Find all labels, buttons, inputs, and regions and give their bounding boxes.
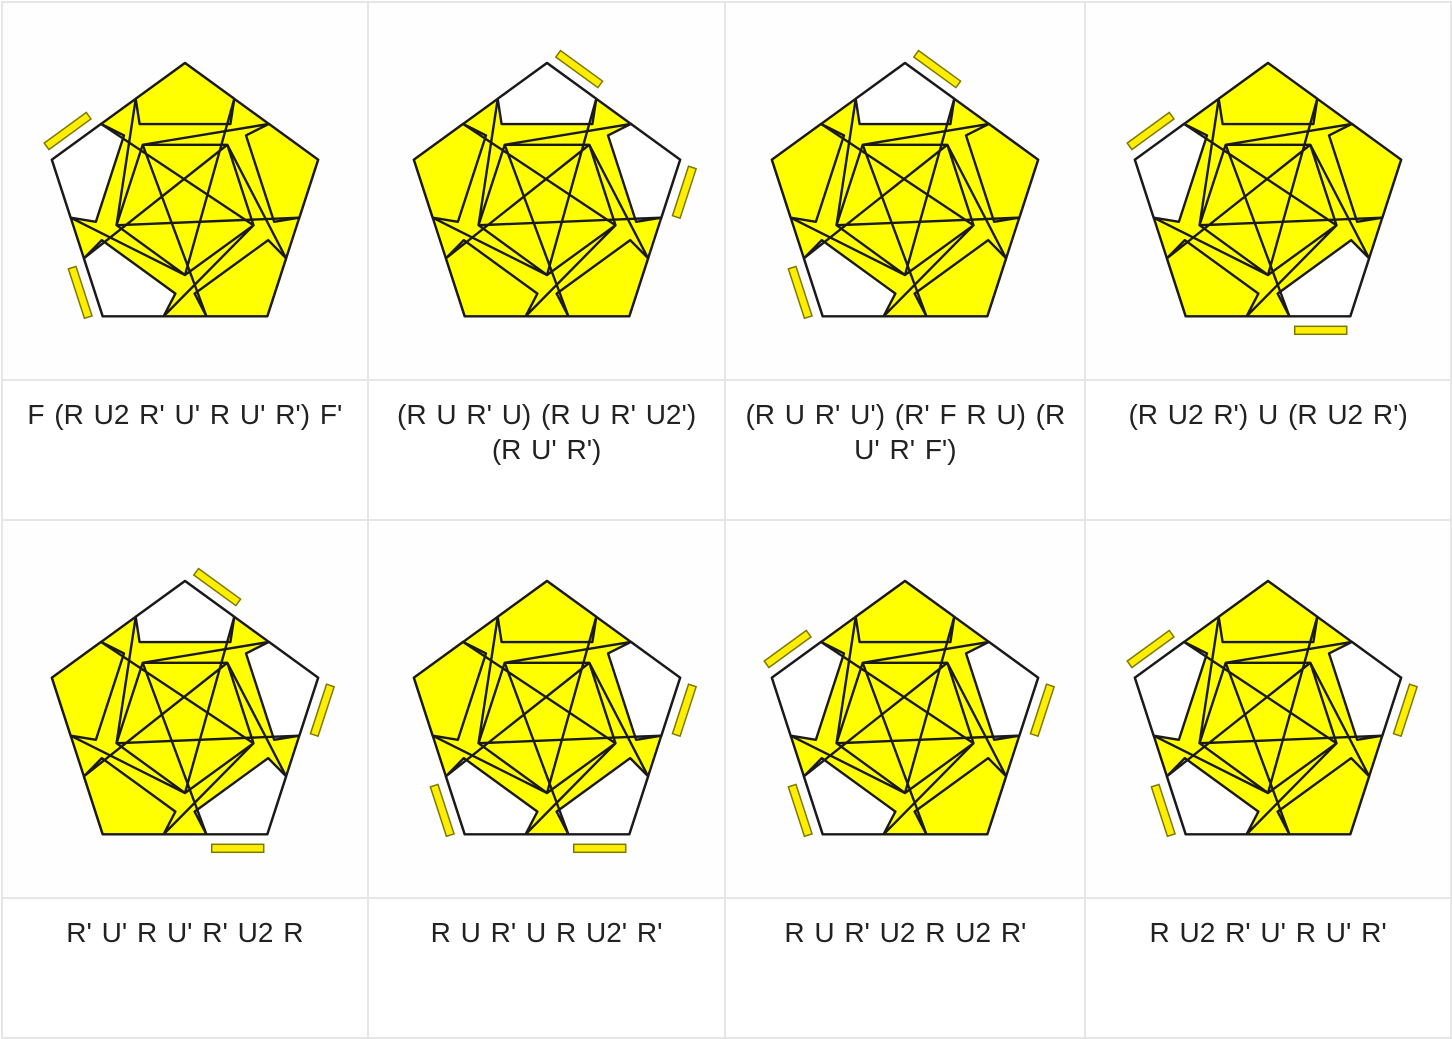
- case-diagram: [3, 521, 367, 897]
- corner-tile-t0: [856, 581, 955, 642]
- megaminx-face-icon: [745, 559, 1065, 859]
- algorithm-cell: R U R' U R U2' R': [368, 898, 726, 1038]
- algorithm-cell: (R U R' U) (R U R' U2') (R U' R'): [368, 380, 726, 520]
- algorithm-cell: R' U' R U' R' U2 R: [2, 898, 368, 1038]
- case-image-cell: [725, 520, 1085, 898]
- case-diagram: [369, 521, 725, 897]
- orientation-indicator: [212, 844, 264, 852]
- algorithm-text: (R U R' U) (R U R' U2') (R U' R'): [369, 381, 725, 467]
- case-diagram: [3, 3, 367, 379]
- case-image-cell: [2, 2, 368, 380]
- case-diagram: [726, 3, 1084, 379]
- orientation-indicator: [1295, 326, 1347, 334]
- algorithm-row-2: R' U' R U' R' U2 R R U R' U R U2' R' R U…: [2, 898, 1451, 1038]
- case-diagram: [726, 521, 1084, 897]
- case-image-cell: [1085, 520, 1451, 898]
- megaminx-face-icon: [25, 41, 345, 341]
- corner-tile-t0: [1219, 63, 1318, 124]
- megaminx-face-icon: [25, 559, 345, 859]
- algorithm-text: R' U' R U' R' U2 R: [3, 899, 367, 950]
- corner-tile-t0: [497, 581, 596, 642]
- algorithm-text: R U2 R' U' R U' R': [1086, 899, 1450, 950]
- case-image-cell: [368, 520, 726, 898]
- algorithm-text: (R U2 R') U (R U2 R'): [1086, 381, 1450, 432]
- algorithm-text: F (R U2 R' U' R U' R') F': [3, 381, 367, 432]
- megaminx-face-icon: [1108, 41, 1428, 341]
- algorithm-cell: R U R' U2 R U2 R': [725, 898, 1085, 1038]
- megaminx-face-icon: [1108, 559, 1428, 859]
- corner-tile-t0: [1219, 581, 1318, 642]
- corner-tile-t0: [136, 63, 235, 124]
- megaminx-face-icon: [387, 41, 707, 341]
- algorithm-text: R U R' U R U2' R': [369, 899, 725, 950]
- case-image-cell: [2, 520, 368, 898]
- orientation-indicator: [573, 844, 625, 852]
- megaminx-face-icon: [745, 41, 1065, 341]
- algorithm-cell: R U2 R' U' R U' R': [1085, 898, 1451, 1038]
- case-diagram: [369, 3, 725, 379]
- algorithm-text: R U R' U2 R U2 R': [726, 899, 1084, 950]
- case-diagram: [1086, 521, 1450, 897]
- algorithm-row-1: F (R U2 R' U' R U' R') F' (R U R' U) (R …: [2, 380, 1451, 520]
- algorithm-cell: (R U R' U') (R' F R U) (R U' R' F'): [725, 380, 1085, 520]
- case-image-cell: [1085, 2, 1451, 380]
- image-row-2: [2, 520, 1451, 898]
- case-image-cell: [368, 2, 726, 380]
- megaminx-face-icon: [387, 559, 707, 859]
- algorithm-text: (R U R' U') (R' F R U) (R U' R' F'): [726, 381, 1084, 467]
- case-image-cell: [725, 2, 1085, 380]
- algorithm-cell: (R U2 R') U (R U2 R'): [1085, 380, 1451, 520]
- image-row-1: [2, 2, 1451, 380]
- algorithm-cell: F (R U2 R' U' R U' R') F': [2, 380, 368, 520]
- case-diagram: [1086, 3, 1450, 379]
